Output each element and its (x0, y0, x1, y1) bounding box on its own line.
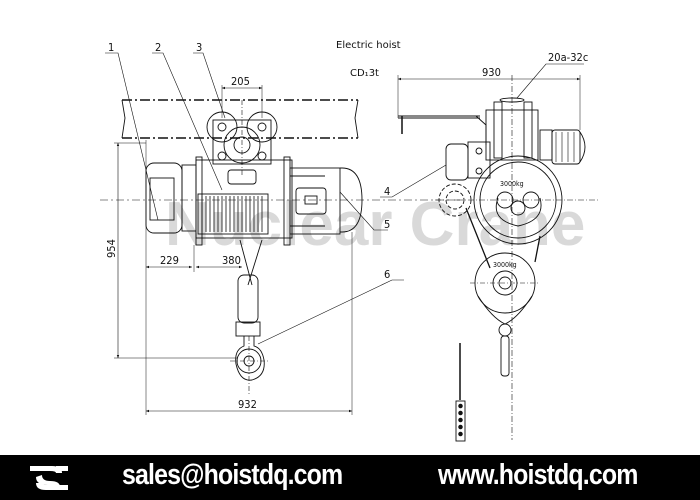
dim-930: 930 (482, 66, 501, 79)
hoist-technical-drawing: Nuclear Crane Electric hoist CD₁3t (100, 40, 600, 442)
dim-380: 380 (222, 254, 241, 267)
trolley (206, 100, 278, 185)
beam-range-label: 20a-32c (548, 51, 588, 64)
part-label-6: 6 (384, 268, 390, 281)
drum-capacity: 3000kg (500, 180, 524, 188)
side-drum (435, 155, 600, 245)
pendant-control (455, 343, 466, 442)
dim-229: 229 (160, 254, 179, 267)
part-label-3: 3 (196, 41, 202, 54)
website-link[interactable]: www.hoistdq.com (438, 459, 638, 491)
dim-954: 954 (105, 239, 118, 258)
hook-assembly (230, 239, 270, 395)
drawing-model: CD₁3t (350, 68, 379, 79)
i-beam (121, 99, 359, 139)
part-label-2: 2 (155, 41, 161, 54)
hook-capacity: 3000kg (493, 261, 517, 269)
side-trolley (475, 101, 586, 165)
part-label-1: 1 (108, 41, 114, 54)
drawing-title: Electric hoist (336, 40, 401, 51)
dim-932: 932 (238, 398, 257, 411)
contact-footer: sales@hoistdq.com www.hoistdq.com (0, 455, 700, 500)
side-motor (445, 141, 491, 181)
hoistdq-logo-icon (30, 466, 68, 490)
part-label-5: 5 (384, 218, 390, 231)
dim-205: 205 (231, 75, 250, 88)
side-hook-block (470, 252, 540, 377)
email-link[interactable]: sales@hoistdq.com (122, 459, 343, 491)
part-label-4: 4 (384, 185, 390, 198)
